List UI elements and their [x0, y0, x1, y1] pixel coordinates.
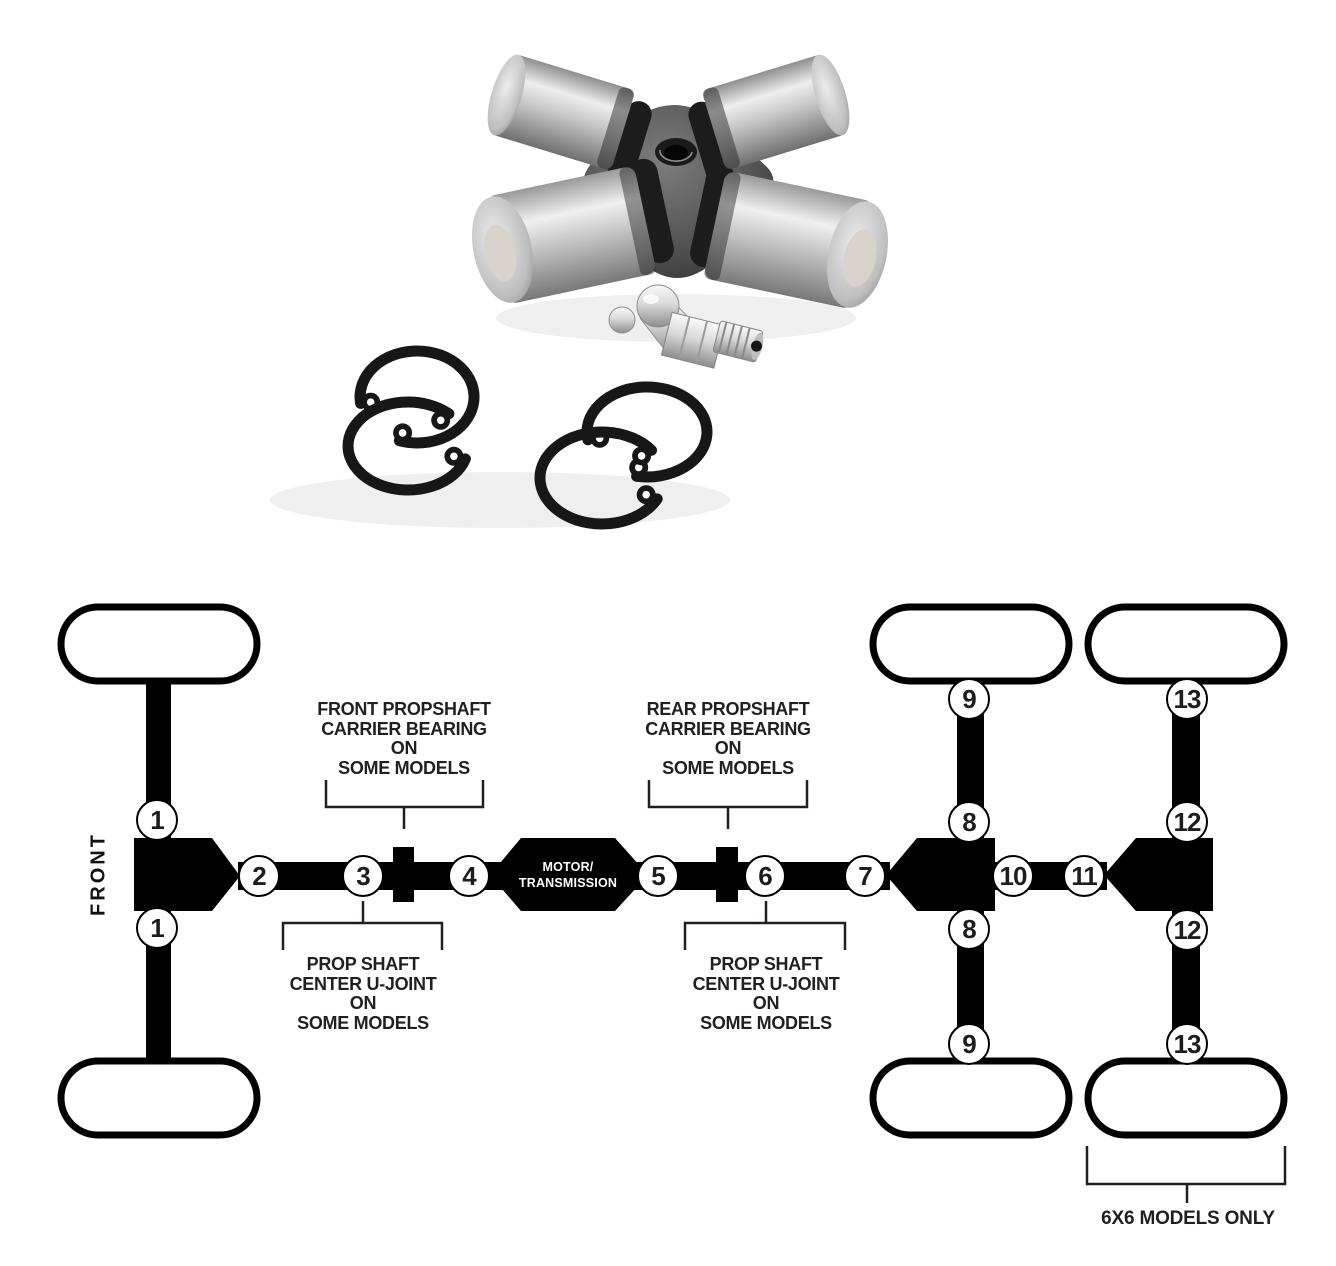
rear-rear-differential	[1104, 838, 1213, 911]
bearing-cap-lower-right	[704, 171, 888, 308]
bearing-cap-upper-right	[703, 54, 850, 170]
position-marker-7: 7	[844, 855, 886, 897]
callout-line: ON	[390, 738, 418, 758]
drivetrain-diagram	[57, 603, 1288, 1203]
position-marker-number: 13	[1173, 1028, 1202, 1059]
callout-line: CENTER U-JOINT	[289, 973, 437, 994]
position-marker-number: 3	[356, 860, 371, 891]
motor-label-line2: TRANSMISSION	[518, 876, 618, 890]
wheel-rear-rear-right	[1084, 1057, 1288, 1139]
bracket-rear-center-ujoint	[683, 901, 847, 950]
position-marker-number: 13	[1173, 683, 1202, 714]
callout-line: ON	[752, 993, 780, 1013]
callout-line: SOME MODELS	[700, 1012, 832, 1033]
wheel-rear-rear-left	[1084, 603, 1288, 685]
position-marker-number: 6	[758, 860, 773, 891]
grease-port-bore	[664, 145, 688, 161]
callout-line: PROP SHAFT	[306, 954, 420, 974]
callout-rear-propshaft-carrier-bearing: REAR PROPSHAFT CARRIER BEARING ON SOME M…	[645, 699, 811, 778]
position-marker-9: 9	[948, 1023, 990, 1065]
position-marker-11: 11	[1063, 855, 1105, 897]
motor-transmission-box	[490, 838, 648, 911]
snap-rings	[342, 345, 713, 530]
bearing-cap-upper-left	[487, 54, 634, 170]
bracket-front-carrier	[324, 780, 485, 829]
position-marker-number: 10	[999, 860, 1028, 891]
position-marker-13: 13	[1166, 678, 1208, 720]
callout-line: CARRIER BEARING	[645, 718, 811, 739]
callout-line: REAR PROPSHAFT	[646, 699, 810, 719]
callout-line: CARRIER BEARING	[321, 718, 487, 739]
position-marker-number: 2	[252, 860, 267, 891]
motor-label-line1: MOTOR/	[542, 860, 594, 874]
callout-line: SOME MODELS	[297, 1012, 429, 1033]
position-marker-5: 5	[637, 855, 679, 897]
middle-rear-differential	[886, 838, 995, 911]
thread-detail	[659, 149, 693, 162]
motor-transmission-label: MOTOR/ TRANSMISSION	[519, 859, 617, 891]
bracket-6x6-models	[1085, 1146, 1287, 1203]
callout-front-prop-shaft-center-ujoint: PROP SHAFT CENTER U-JOINT ON SOME MODELS	[289, 954, 437, 1033]
position-marker-number: 8	[962, 806, 977, 837]
position-marker-8: 8	[948, 801, 990, 843]
callout-line: PROP SHAFT	[709, 954, 823, 974]
bracket-rear-carrier	[647, 780, 809, 829]
snap-ring	[342, 396, 471, 496]
position-marker-number: 4	[462, 860, 477, 891]
position-marker-1: 1	[136, 799, 178, 841]
callout-line: CENTER U-JOINT	[692, 973, 840, 994]
front-differential	[134, 838, 240, 911]
position-marker-8: 8	[948, 908, 990, 950]
position-marker-number: 12	[1173, 806, 1202, 837]
position-marker-1: 1	[136, 907, 178, 949]
position-marker-number: 9	[962, 1028, 977, 1059]
position-marker-2: 2	[238, 855, 280, 897]
position-marker-3: 3	[342, 855, 384, 897]
snap-ring	[534, 426, 663, 530]
position-marker-number: 11	[1071, 860, 1097, 891]
position-marker-12: 12	[1166, 801, 1208, 843]
callout-front-propshaft-carrier-bearing: FRONT PROPSHAFT CARRIER BEARING ON SOME …	[317, 699, 491, 778]
callout-line: SOME MODELS	[338, 757, 470, 778]
wheel-middle-rear-right	[869, 1057, 1073, 1139]
bearing-cap-lower-left	[472, 166, 656, 303]
zerk-threads	[712, 320, 764, 363]
callout-line: ON	[349, 993, 377, 1013]
wheel-front-left	[57, 603, 261, 685]
front-carrier-bearing-mark	[393, 847, 414, 902]
bracket-front-center-ujoint	[281, 901, 444, 950]
position-marker-13: 13	[1166, 1023, 1208, 1065]
position-marker-number: 5	[651, 860, 666, 891]
wheel-middle-rear-left	[869, 603, 1073, 685]
callout-rear-prop-shaft-center-ujoint: PROP SHAFT CENTER U-JOINT ON SOME MODELS	[692, 954, 840, 1033]
position-marker-number: 7	[858, 860, 873, 891]
front-direction-label: FRONT	[87, 832, 110, 916]
position-marker-number: 9	[962, 683, 977, 714]
bearing-bore	[484, 224, 517, 282]
position-marker-4: 4	[448, 855, 490, 897]
callout-line: SOME MODELS	[662, 757, 794, 778]
position-marker-number: 1	[150, 912, 165, 943]
callout-line: FRONT PROPSHAFT	[317, 699, 491, 719]
position-marker-number: 1	[150, 804, 165, 835]
position-marker-number: 8	[962, 913, 977, 944]
bearing-bore	[843, 229, 877, 287]
wheel-front-right	[57, 1057, 261, 1139]
rear-carrier-bearing-mark	[716, 847, 738, 902]
position-marker-12: 12	[1166, 909, 1208, 951]
position-marker-10: 10	[992, 855, 1034, 897]
position-marker-number: 12	[1173, 914, 1202, 945]
callout-6x6-models-only: 6X6 MODELS ONLY	[1101, 1208, 1275, 1229]
position-marker-6: 6	[744, 855, 786, 897]
callout-line: ON	[714, 738, 742, 758]
grease-zerk-fitting	[608, 284, 764, 369]
ujoint-kit-photo	[270, 54, 888, 530]
position-marker-9: 9	[948, 678, 990, 720]
